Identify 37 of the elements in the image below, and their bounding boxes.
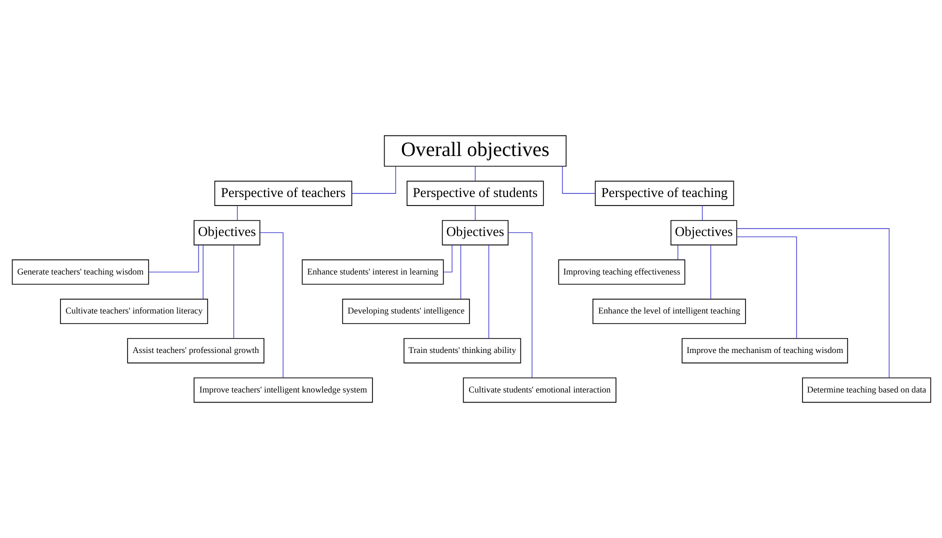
- node-box: Improve the mechanism of teaching wisdom: [681, 338, 848, 364]
- node-box: Perspective of teaching: [594, 180, 734, 206]
- connector: [202, 244, 203, 300]
- node-box: Cultivate students' emotional interaction: [462, 377, 616, 403]
- node-box: Objectives: [670, 220, 737, 246]
- node-box: Perspective of students: [406, 180, 544, 206]
- connector: [148, 244, 198, 272]
- connector: [488, 244, 489, 339]
- node-box: Cultivate teachers' information literacy: [60, 298, 208, 324]
- connector: [351, 166, 396, 194]
- node-box: Developing students' intelligence: [342, 298, 470, 324]
- connector: [562, 166, 596, 194]
- connector: [736, 228, 889, 378]
- connector: [507, 232, 532, 378]
- node-box: Improve teachers' intelligent knowledge system: [193, 377, 372, 403]
- connector: [442, 244, 452, 272]
- node-box: Assist teachers' professional growth: [126, 338, 264, 364]
- node-box: Generate teachers' teaching wisdom: [11, 259, 149, 285]
- node-box: Objectives: [193, 220, 260, 246]
- node-box: Enhance the level of intelligent teaching: [592, 298, 746, 324]
- node-box: Perspective of teachers: [214, 180, 352, 206]
- node-box: Determine teaching based on data: [802, 377, 931, 403]
- connector: [236, 205, 238, 221]
- connector: [474, 205, 476, 221]
- connector: [232, 244, 234, 339]
- node-box: Overall objectives: [383, 135, 566, 167]
- connector: [460, 244, 461, 300]
- connector: [701, 205, 702, 221]
- node-box: Train students' thinking ability: [403, 338, 521, 364]
- connector: [710, 244, 711, 300]
- node-box: Objectives: [441, 220, 508, 246]
- connector: [736, 236, 796, 339]
- node-box: Enhance students' interest in learning: [301, 259, 444, 285]
- connector: [259, 232, 283, 378]
- node-box: Improving teaching effectiveness: [558, 259, 685, 285]
- connector: [474, 166, 476, 182]
- connector: [677, 244, 678, 260]
